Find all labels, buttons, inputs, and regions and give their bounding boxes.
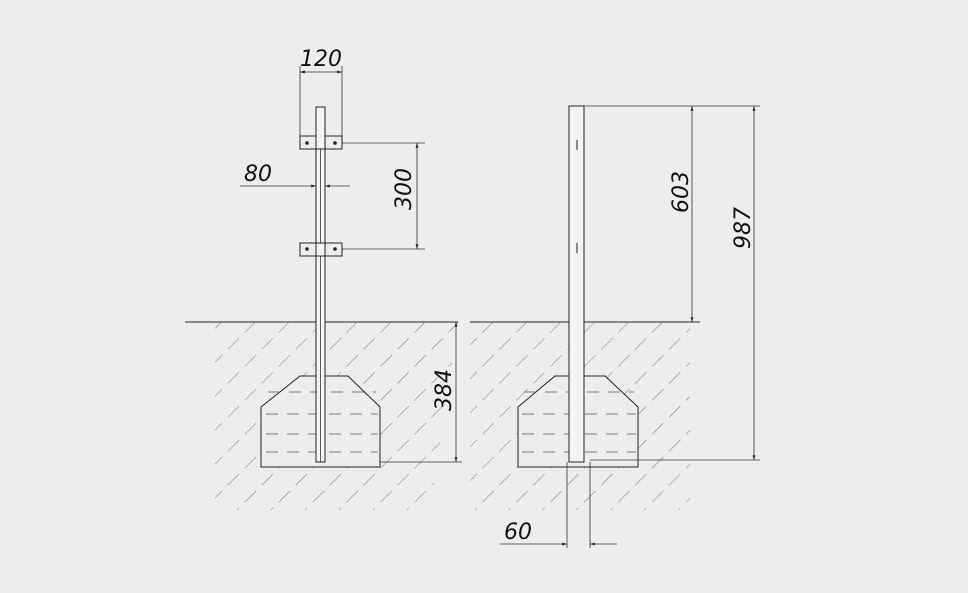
dim-above-ground: 603 (584, 105, 760, 323)
dim-total-height: 987 (590, 106, 760, 461)
dim-label-987: 987 (731, 207, 756, 249)
dim-label-120: 120 (300, 47, 342, 72)
concrete-dashes-right (522, 391, 636, 453)
dim-plate-spacing: 300 (342, 142, 425, 250)
dim-label-60: 60 (504, 520, 532, 545)
post-right (568, 105, 585, 463)
dim-label-603: 603 (669, 171, 694, 213)
dim-label-300: 300 (392, 168, 417, 210)
dim-embed-depth: 384 (380, 322, 462, 463)
left-view: 120 80 300 384 (185, 47, 462, 510)
dim-label-80: 80 (244, 162, 272, 187)
right-view: 603 987 60 (470, 105, 760, 548)
dim-post-width: 80 (240, 162, 350, 188)
dim-pipe-diameter: 60 (500, 520, 617, 546)
dim-plate-width: 120 (299, 47, 343, 136)
dim-label-384: 384 (432, 369, 457, 411)
